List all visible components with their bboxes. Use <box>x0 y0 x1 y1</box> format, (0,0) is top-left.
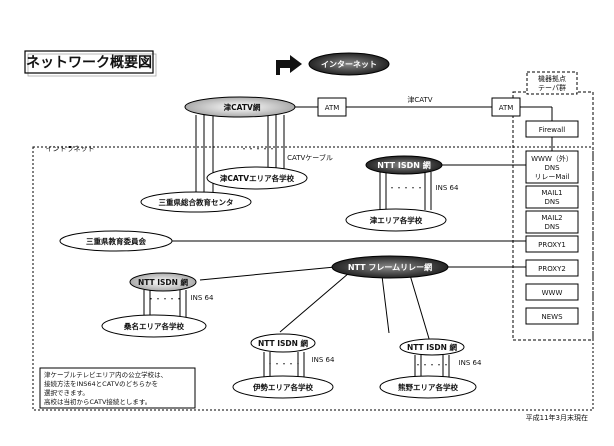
svg-text:WWW: WWW <box>542 289 563 297</box>
datacenter-box: 機器拠点 テーパ群 <box>512 71 594 341</box>
node-kuwana-schools: 桑名エリア各学校 <box>101 314 207 338</box>
ntt-isdn-net-1: NTT ISDN 網 <box>365 155 443 175</box>
svg-text:DNS: DNS <box>544 198 560 206</box>
server-column: Firewall WWW（外） DNS リレーMail MAIL1 DNS MA… <box>525 120 579 325</box>
atm-right: ATM <box>491 97 521 117</box>
svg-text:NTT ISDN 網: NTT ISDN 網 <box>407 342 458 352</box>
title-box: ネットワーク概要図 <box>24 50 157 77</box>
catv-cable-label: CATVケーブル <box>287 153 333 162</box>
svg-text:ATM: ATM <box>325 104 340 112</box>
link-tsu-catv-label: 津CATV <box>407 96 432 104</box>
node-tsu-catv-schools: 津CATVエリア各学校 <box>206 166 308 190</box>
server-www-outer: WWW（外） DNS リレーMail <box>525 150 579 184</box>
datacenter-label-2: テーパ群 <box>538 83 566 92</box>
svg-text:津CATVエリア各学校: 津CATVエリア各学校 <box>220 173 295 183</box>
ins64-label-4: INS 64 <box>459 359 482 367</box>
svg-text:伊勢エリア各学校: 伊勢エリア各学校 <box>252 382 313 392</box>
server-firewall: Firewall <box>525 120 579 138</box>
atm-left: ATM <box>317 97 347 117</box>
svg-text:WWW（外）: WWW（外） <box>531 154 573 163</box>
ins64-label-3: INS 64 <box>312 356 335 364</box>
dots-1: ・・・・・ <box>241 145 276 153</box>
svg-text:NTT ISDN 網: NTT ISDN 網 <box>377 160 430 170</box>
svg-text:熊野エリア各学校: 熊野エリア各学校 <box>398 382 458 392</box>
connection-lines <box>143 106 553 378</box>
svg-text:選択できます。: 選択できます。 <box>44 388 89 397</box>
arrow-icon <box>276 55 302 75</box>
internet-cloud: インターネット <box>276 52 390 76</box>
svg-text:MAIL1: MAIL1 <box>541 189 562 197</box>
ins64-label-1: INS 64 <box>436 184 459 192</box>
svg-text:NTT ISDN 網: NTT ISDN 網 <box>258 338 309 348</box>
node-mie-board: 三重県教育委員会 <box>59 230 173 252</box>
svg-text:津ケーブルテレビエリア内の公立学校は、: 津ケーブルテレビエリア内の公立学校は、 <box>44 370 167 379</box>
ntt-isdn-net-4: NTT ISDN 網 <box>399 338 465 356</box>
intranet-box: イントラネット <box>32 145 594 411</box>
ntt-relay-network: NTT フレームリレー網 <box>331 255 449 279</box>
svg-text:高校は当初からCATV接続とします。: 高校は当初からCATV接続とします。 <box>44 397 151 406</box>
svg-text:津エリア各学校: 津エリア各学校 <box>370 215 423 225</box>
svg-text:PROXY2: PROXY2 <box>538 265 566 273</box>
svg-text:三重県教育委員会: 三重県教育委員会 <box>86 236 146 246</box>
server-news: NEWS <box>525 307 579 325</box>
dots-5: ・・・・・ <box>415 361 450 369</box>
ins64-label-2: INS 64 <box>191 294 214 302</box>
svg-text:DNS: DNS <box>544 223 560 231</box>
svg-text:津CATV網: 津CATV網 <box>224 102 261 112</box>
node-ise-schools: 伊勢エリア各学校 <box>232 375 334 399</box>
server-proxy2: PROXY2 <box>525 259 579 277</box>
page-title: ネットワーク概要図 <box>26 54 152 71</box>
svg-text:リレーMail: リレーMail <box>534 173 569 181</box>
svg-text:NEWS: NEWS <box>541 313 563 321</box>
node-tsu-schools: 津エリア各学校 <box>345 208 447 232</box>
internet-label: インターネット <box>321 59 377 69</box>
svg-text:三重県総合教育センタ: 三重県総合教育センタ <box>159 197 234 207</box>
tsu-catv-network: 津CATV網 <box>184 96 296 118</box>
server-www: WWW <box>525 283 579 301</box>
datacenter-label-1: 機器拠点 <box>538 74 566 83</box>
svg-text:NTT ISDN 網: NTT ISDN 網 <box>138 277 189 287</box>
dots-3: ・・・・・ <box>148 295 183 303</box>
svg-text:PROXY1: PROXY1 <box>538 241 566 249</box>
svg-text:Firewall: Firewall <box>539 126 565 134</box>
svg-text:DNS: DNS <box>544 164 560 172</box>
server-mail2: MAIL2 DNS <box>525 210 579 234</box>
ntt-isdn-net-2: NTT ISDN 網 <box>129 272 197 292</box>
svg-text:桑名エリア各学校: 桑名エリア各学校 <box>124 321 184 331</box>
note-box: 津ケーブルテレビエリア内の公立学校は、 接続方法をINS64とCATVのどちらか… <box>39 367 196 409</box>
svg-text:ATM: ATM <box>499 104 514 112</box>
intranet-label: イントラネット <box>46 145 95 153</box>
svg-text:MAIL2: MAIL2 <box>541 214 562 222</box>
dots-4: ・・・・・ <box>267 360 302 368</box>
node-kumano-schools: 熊野エリア各学校 <box>379 375 477 399</box>
dots-2: ・・・・・ <box>389 184 424 192</box>
svg-text:NTT フレームリレー網: NTT フレームリレー網 <box>348 262 432 272</box>
server-proxy1: PROXY1 <box>525 235 579 253</box>
ntt-isdn-net-3: NTT ISDN 網 <box>250 333 316 353</box>
date-note: 平成11年3月末現在 <box>526 413 588 422</box>
server-mail1: MAIL1 DNS <box>525 185 579 209</box>
node-mie-center: 三重県総合教育センタ <box>140 191 252 213</box>
svg-text:接続方法をINS64とCATVのどちらかを: 接続方法をINS64とCATVのどちらかを <box>44 379 158 388</box>
